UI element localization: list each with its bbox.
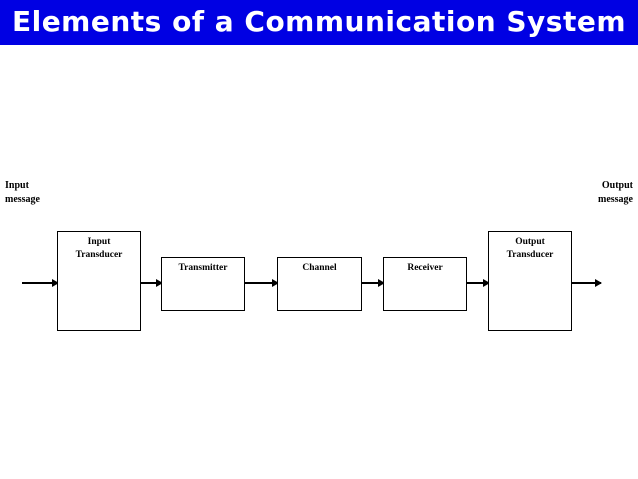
arrow-output-transducer-to-output-message <box>572 282 601 284</box>
arrow-input-transducer-to-transmitter <box>141 282 162 284</box>
arrow-transmitter-to-channel <box>245 282 278 284</box>
block-channel-label: Channel <box>302 263 337 273</box>
arrow-input-message-to-input-transducer <box>22 282 58 284</box>
page-title: Elements of a Communication System <box>11 5 627 38</box>
block-input-transducer-label: Input Transducer <box>75 237 123 260</box>
block-receiver-label: Receiver <box>407 263 443 273</box>
block-receiver: Receiver <box>383 257 467 311</box>
input-message-label: Input message <box>5 180 40 205</box>
block-output-transducer: Output Transducer <box>488 231 572 331</box>
output-message-label: Output message <box>598 180 633 205</box>
block-output-transducer-label: Output Transducer <box>506 237 554 260</box>
block-channel: Channel <box>277 257 362 311</box>
communication-system-diagram: Input message Output message Input Trans… <box>0 45 638 479</box>
arrow-receiver-to-output-transducer <box>467 282 489 284</box>
title-bar: Elements of a Communication System <box>0 0 638 45</box>
block-transmitter-label: Transmitter <box>178 263 228 273</box>
block-input-transducer: Input Transducer <box>57 231 141 331</box>
arrow-channel-to-receiver <box>362 282 384 284</box>
block-transmitter: Transmitter <box>161 257 245 311</box>
